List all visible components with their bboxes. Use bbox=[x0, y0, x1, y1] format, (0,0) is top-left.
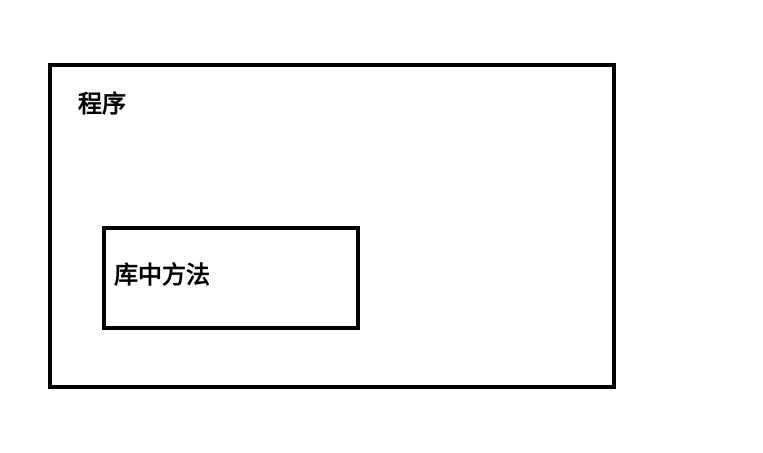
library-method-box bbox=[102, 226, 360, 330]
library-method-label: 库中方法 bbox=[114, 261, 210, 289]
program-label: 程序 bbox=[78, 90, 126, 118]
